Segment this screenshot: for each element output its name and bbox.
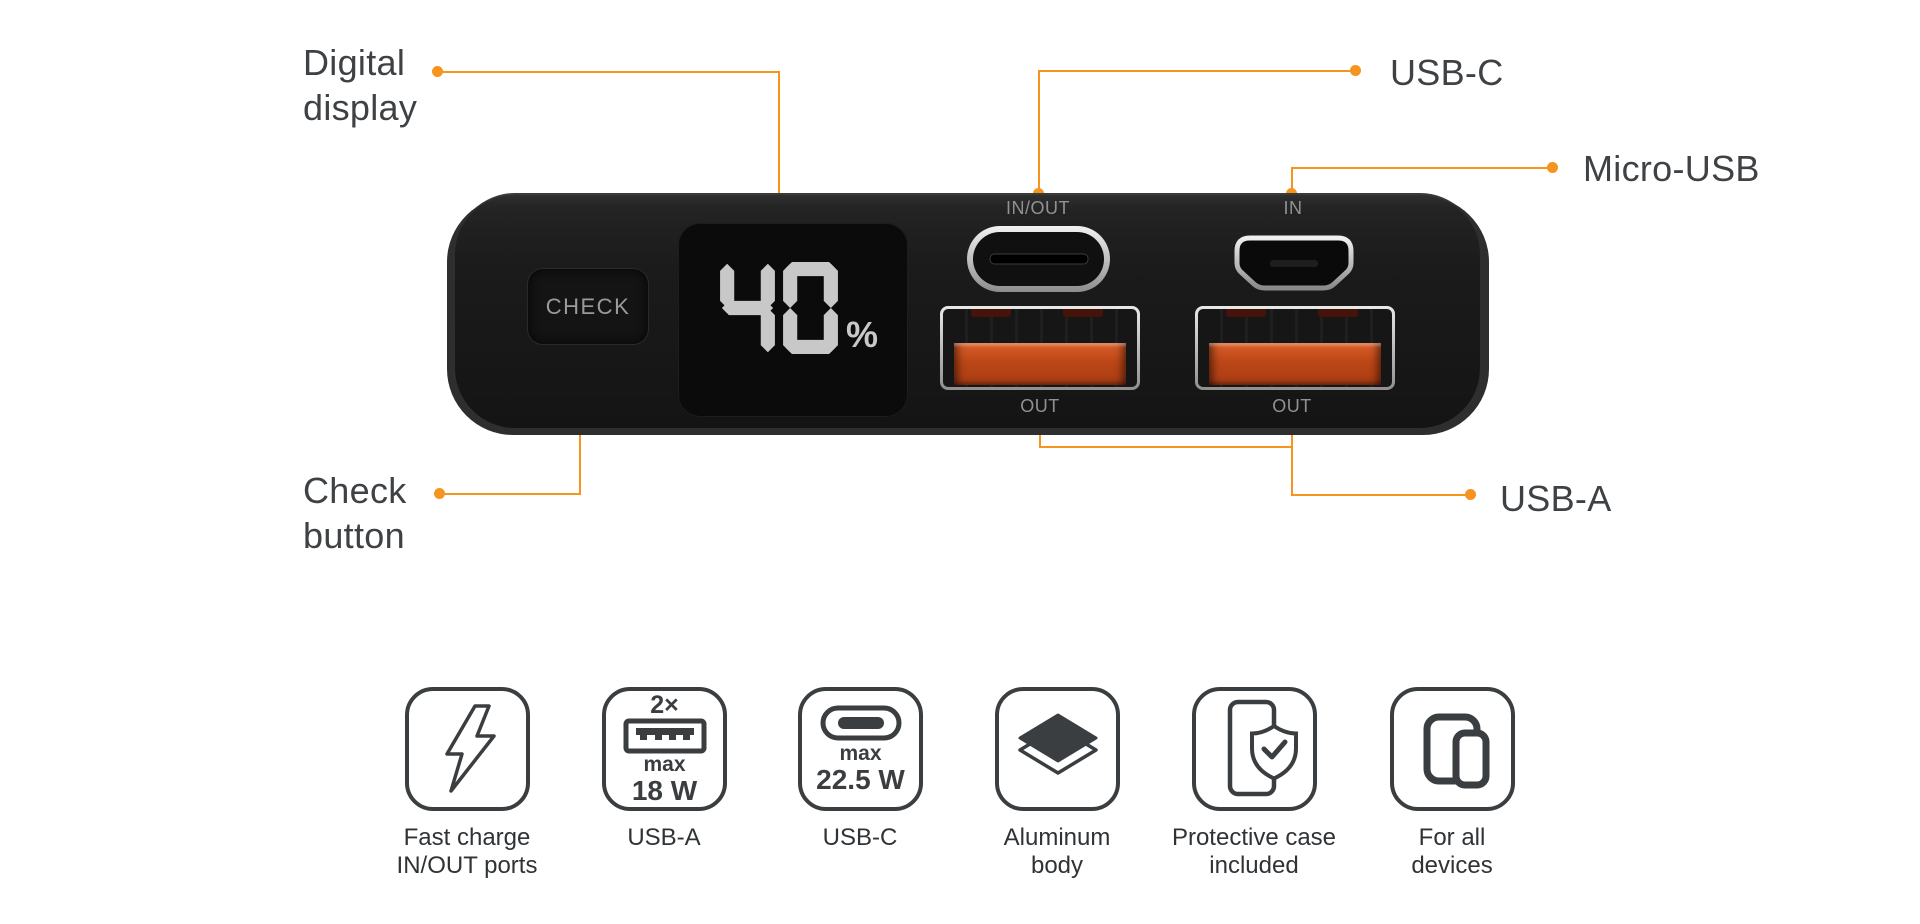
caption-line: For all bbox=[1418, 824, 1486, 851]
check-button-leader-dot-end bbox=[434, 488, 445, 499]
tablet-and-phone-icon bbox=[1423, 713, 1489, 789]
feature-box-aluminum bbox=[995, 687, 1120, 811]
feature-box-usb-a: 2× max 18 W bbox=[602, 687, 727, 811]
check-button: CHECK bbox=[527, 268, 649, 345]
check-button-leader-line-h bbox=[445, 493, 581, 495]
usb-a-count-text: 2× bbox=[650, 691, 679, 719]
digital-display-leader-dot-start bbox=[432, 66, 443, 77]
usb-a-connector-icon bbox=[623, 718, 706, 754]
usb-a-contact-tab bbox=[1063, 309, 1103, 317]
micro-usb-port bbox=[1234, 235, 1354, 297]
usb-a-contact-tab bbox=[971, 309, 1011, 317]
check-button-label-line2: button bbox=[303, 515, 405, 556]
digital-display-label-line2: display bbox=[303, 87, 418, 128]
usb-a-max-value: 18 W bbox=[631, 775, 698, 806]
aluminum-layers-icon bbox=[1017, 713, 1098, 775]
usb-a-contact-tab bbox=[1318, 309, 1358, 317]
check-button-label: Check button bbox=[303, 468, 407, 558]
digital-display-label: Digital display bbox=[303, 40, 417, 130]
usb-a-orange-tongue bbox=[1209, 343, 1381, 385]
caption-protective-case: Protective case included bbox=[1154, 824, 1354, 880]
caption-line: USB-A bbox=[627, 824, 701, 851]
caption-line: USB-C bbox=[822, 824, 898, 851]
digital-display-label-line1: Digital bbox=[303, 42, 406, 83]
micro-usb-label: Micro-USB bbox=[1583, 148, 1760, 189]
usb-a-label: USB-A bbox=[1500, 478, 1612, 519]
usb-c-max-label: max bbox=[839, 742, 882, 765]
usb-a-port-left bbox=[940, 306, 1140, 390]
usb-a-port-left-cavity bbox=[943, 309, 1137, 387]
caption-usb-a: USB-A bbox=[564, 824, 764, 852]
caption-line: devices bbox=[1411, 852, 1493, 879]
usb-c-port bbox=[967, 226, 1110, 292]
caption-line: IN/OUT ports bbox=[396, 852, 538, 879]
lightning-bolt-icon bbox=[444, 704, 496, 793]
display-percent-sign: % bbox=[846, 314, 879, 355]
usb-c-leader-dot-start bbox=[1350, 65, 1361, 76]
caption-line: Aluminum bbox=[1003, 824, 1111, 851]
feature-box-fast-charge bbox=[405, 687, 530, 811]
micro-usb-leader-line-v bbox=[1291, 167, 1293, 194]
micro-usb-port-icon bbox=[1234, 235, 1354, 291]
usb-a-leader-dot-end bbox=[1465, 489, 1476, 500]
usb-c-port-slot bbox=[989, 253, 1088, 265]
usb-a-leader-line-v2 bbox=[1291, 423, 1293, 496]
caption-line: Fast charge bbox=[403, 824, 531, 851]
usb-a-leader-line-h1 bbox=[1039, 446, 1292, 448]
micro-usb-leader-line-h bbox=[1292, 167, 1548, 169]
caption-aluminum: Aluminum body bbox=[957, 824, 1157, 880]
usb-c-connector-icon bbox=[820, 705, 901, 741]
usb-a-leader-line-v1 bbox=[1039, 423, 1041, 448]
usb-c-leader-line-h bbox=[1040, 70, 1351, 72]
digital-display-leader-line-v bbox=[778, 71, 780, 241]
caption-fast-charge: Fast charge IN/OUT ports bbox=[367, 824, 567, 880]
caption-line: body bbox=[1030, 852, 1084, 879]
micro-usb-leader-dot-start bbox=[1547, 162, 1558, 173]
check-button-text: CHECK bbox=[545, 293, 631, 319]
caption-line: included bbox=[1209, 852, 1299, 879]
caption-usb-c: USB-C bbox=[760, 824, 960, 852]
feature-box-protective-case bbox=[1192, 687, 1317, 811]
usb-c-leader-line-v bbox=[1038, 70, 1040, 194]
usb-c-max-value: 22.5 W bbox=[816, 764, 905, 795]
usb-a-leader-line-h2 bbox=[1291, 494, 1466, 496]
feature-box-usb-c: max 22.5 W bbox=[798, 687, 923, 811]
check-button-label-line1: Check bbox=[303, 470, 407, 511]
usb-c-port-label: IN/OUT bbox=[1006, 198, 1070, 218]
caption-all-devices: For all devices bbox=[1352, 824, 1552, 880]
usb-a-port-right bbox=[1195, 306, 1395, 390]
usb-a-contact-tab bbox=[1226, 309, 1266, 317]
caption-line: Protective case bbox=[1171, 824, 1337, 851]
usb-a-port-right-cavity bbox=[1198, 309, 1392, 387]
protective-case-icon bbox=[1227, 699, 1298, 797]
usb-a-left-port-label: OUT bbox=[1020, 396, 1060, 416]
display-digits bbox=[716, 262, 842, 354]
feature-box-all-devices bbox=[1390, 687, 1515, 811]
usb-a-right-port-label: OUT bbox=[1272, 396, 1312, 416]
digital-display-leader-line-h bbox=[443, 71, 779, 73]
micro-usb-port-label: IN bbox=[1283, 198, 1303, 218]
usb-a-orange-tongue bbox=[954, 343, 1126, 385]
usb-a-max-label: max bbox=[643, 753, 686, 776]
usb-c-label: USB-C bbox=[1390, 52, 1504, 93]
